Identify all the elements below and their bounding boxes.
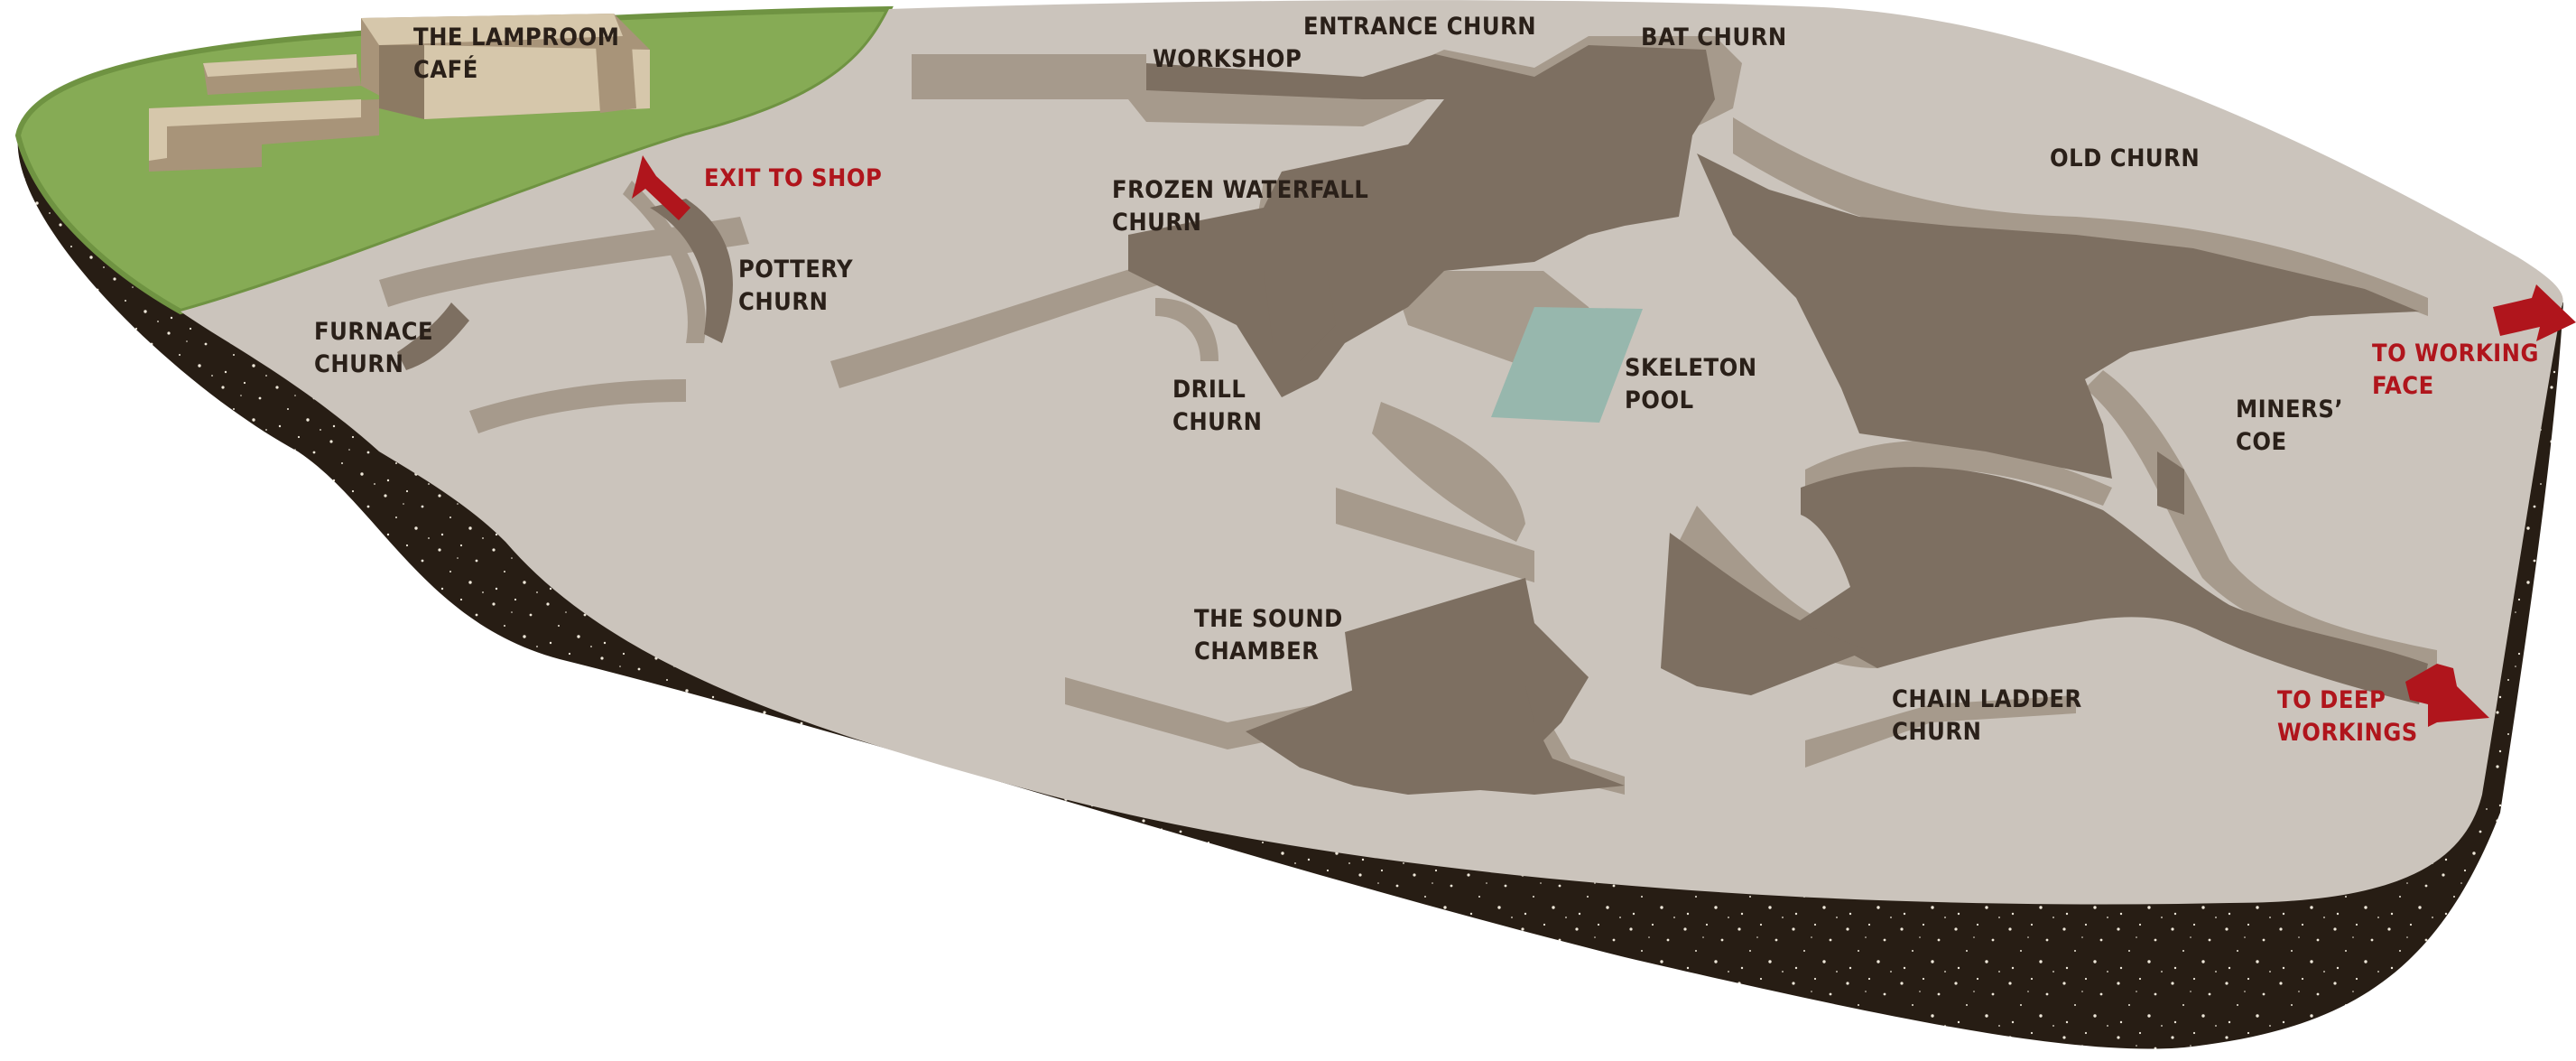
label-line: CHURN xyxy=(1172,408,1263,436)
label-line: CHURN xyxy=(1892,718,1982,746)
label-line: CHURN xyxy=(314,350,404,378)
exit-to-shop-label: EXIT TO SHOP xyxy=(704,163,882,195)
label-line: COE xyxy=(2236,428,2287,456)
label-line: CHURN xyxy=(1112,209,1202,237)
label-line: TO WORKING xyxy=(2372,340,2539,368)
sound-chamber-label: THE SOUND CHAMBER xyxy=(1194,603,1343,668)
exit-to-deep-workings-arrow xyxy=(2405,664,2489,727)
label-line: DRILL xyxy=(1172,376,1246,404)
cave-floor xyxy=(397,45,2428,795)
frozen-waterfall-churn-label: FROZEN WATERFALL CHURN xyxy=(1112,174,1368,239)
label-line: WORKSHOP xyxy=(1153,45,1302,73)
to-working-face-label: TO WORKING FACE xyxy=(2372,338,2539,403)
label-line: SKELETON xyxy=(1625,354,1757,382)
label-line: TO DEEP xyxy=(2277,686,2386,714)
miners-coe-label: MINERS’ COE xyxy=(2236,394,2343,459)
label-line: MINERS’ xyxy=(2236,396,2344,423)
bat-churn-label: BAT CHURN xyxy=(1641,22,1787,54)
earth-base xyxy=(17,135,2563,1049)
entrance-churn-label: ENTRANCE CHURN xyxy=(1303,11,1536,43)
label-line: FACE xyxy=(2372,372,2434,400)
lamproom-cafe-label: THE LAMPROOM CAFÉ xyxy=(413,22,619,87)
pottery-churn-label: POTTERY CHURN xyxy=(738,254,853,319)
label-line: THE SOUND xyxy=(1194,605,1343,633)
exit-to-working-face-arrow xyxy=(2493,284,2576,341)
label-line: POTTERY xyxy=(738,256,854,284)
label-line: WORKINGS xyxy=(2277,719,2418,747)
label-line: ENTRANCE CHURN xyxy=(1303,13,1537,41)
red-arrow-icon xyxy=(632,155,2576,727)
label-line: FROZEN WATERFALL xyxy=(1112,176,1369,204)
label-line: CHAIN LADDER xyxy=(1892,685,2082,713)
lamproom-cafe-building xyxy=(149,14,650,172)
label-line: CHAMBER xyxy=(1194,638,1320,665)
skeleton-pool xyxy=(1491,307,1643,423)
label-line: POOL xyxy=(1625,386,1694,414)
label-line: EXIT TO SHOP xyxy=(704,164,883,192)
drill-churn-label: DRILL CHURN xyxy=(1172,374,1262,439)
chain-ladder-churn-label: CHAIN LADDER CHURN xyxy=(1892,684,2082,749)
exit-to-shop-arrow xyxy=(632,155,690,220)
label-line: CHURN xyxy=(738,288,829,316)
furnace-churn-label: FURNACE CHURN xyxy=(314,316,433,381)
old-churn-label: OLD CHURN xyxy=(2050,143,2200,175)
label-line: OLD CHURN xyxy=(2050,144,2201,172)
label-line: THE LAMPROOM xyxy=(413,23,620,51)
label-line: CAFÉ xyxy=(413,56,478,84)
label-line: BAT CHURN xyxy=(1641,23,1787,51)
to-deep-workings-label: TO DEEP WORKINGS xyxy=(2277,684,2418,749)
label-line: FURNACE xyxy=(314,318,434,346)
workshop-label: WORKSHOP xyxy=(1153,43,1302,76)
skeleton-pool-label: SKELETON POOL xyxy=(1625,352,1757,417)
